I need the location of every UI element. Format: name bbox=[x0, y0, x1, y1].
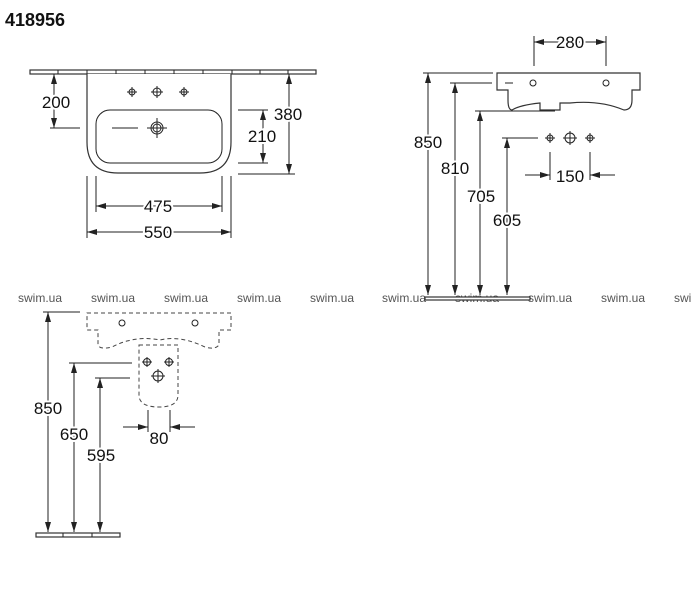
watermark: swim.ua bbox=[528, 291, 572, 305]
watermark: swim.ua bbox=[310, 291, 354, 305]
dim-810: 810 bbox=[441, 159, 469, 178]
watermark: swim.ua bbox=[237, 291, 281, 305]
basin-side-outline bbox=[496, 72, 641, 111]
dim-210: 210 bbox=[248, 127, 276, 146]
dim-605: 605 bbox=[493, 211, 521, 230]
basin-outline bbox=[86, 74, 232, 174]
drain-icon bbox=[112, 118, 167, 138]
dim-550: 550 bbox=[144, 223, 172, 242]
dim-380: 380 bbox=[274, 105, 302, 124]
tap-holes-icon bbox=[127, 86, 189, 98]
dim-150: 150 bbox=[556, 167, 584, 186]
side-view: 280 850 810 705 605 150 bbox=[412, 31, 641, 301]
product-code: 418956 bbox=[5, 10, 66, 30]
watermark-row: swim.ua swim.ua swim.ua swim.ua swim.ua … bbox=[18, 291, 691, 305]
dim-595: 595 bbox=[87, 446, 115, 465]
watermark: swim.ua bbox=[18, 291, 62, 305]
dim-80: 80 bbox=[150, 429, 169, 448]
dim-850: 850 bbox=[34, 399, 62, 418]
watermark: swim.ua bbox=[601, 291, 645, 305]
watermark: swi bbox=[674, 291, 691, 305]
connection-points-icon bbox=[142, 357, 174, 383]
dim-280: 280 bbox=[556, 33, 584, 52]
basin-bowl bbox=[95, 109, 223, 164]
dim-650: 650 bbox=[60, 425, 88, 444]
tap-hole-icon bbox=[529, 79, 610, 87]
watermark: swim.ua bbox=[164, 291, 208, 305]
pedestal-dashed-outline bbox=[138, 344, 179, 408]
dim-475: 475 bbox=[144, 197, 172, 216]
watermark: swim.ua bbox=[91, 291, 135, 305]
basin-dashed-outline bbox=[86, 312, 232, 349]
front-view: 850 650 595 80 bbox=[32, 311, 232, 538]
floor-tiles bbox=[35, 532, 121, 538]
dim-705: 705 bbox=[467, 187, 495, 206]
connection-points-icon bbox=[545, 131, 595, 145]
top-view: 200 380 210 475 550 bbox=[29, 69, 317, 244]
dim-200: 200 bbox=[42, 93, 70, 112]
wall-tiles bbox=[29, 69, 317, 75]
tap-hole-icon bbox=[118, 319, 199, 327]
dim-850: 850 bbox=[414, 133, 442, 152]
watermark: swim.ua bbox=[382, 291, 426, 305]
